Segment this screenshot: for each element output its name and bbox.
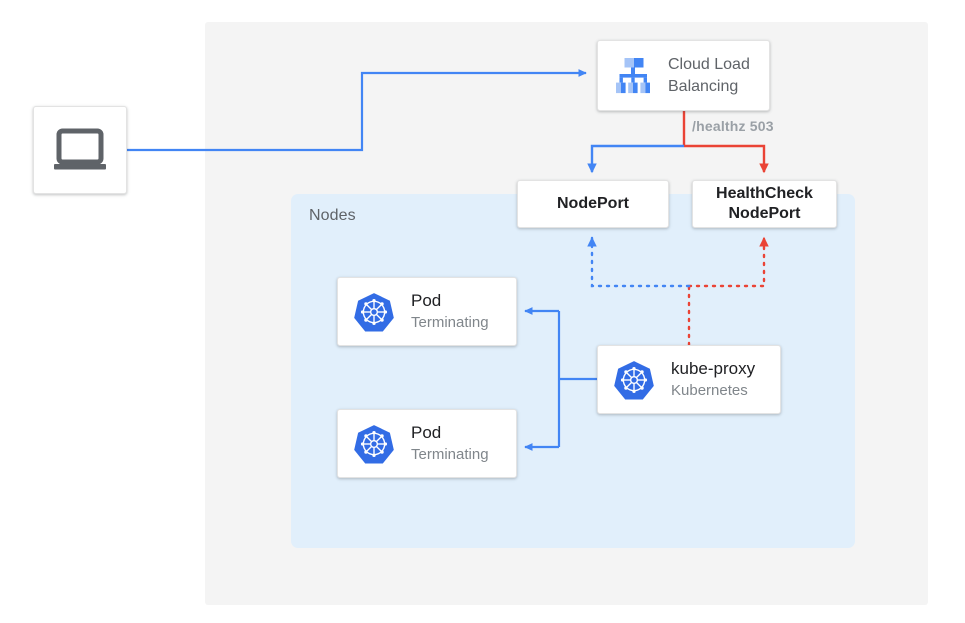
pod-node[interactable]: Pod Terminating	[337, 409, 517, 478]
cloud-load-balancing-label-line2: Balancing	[668, 77, 739, 95]
pod-node[interactable]: Pod Terminating	[337, 277, 517, 346]
cloud-load-balancing-label-line1: Cloud Load	[668, 55, 750, 73]
cloud-load-balancing-label: Cloud Load Balancing	[668, 54, 750, 98]
cloud-load-balancing-node[interactable]: Cloud Load Balancing	[597, 40, 770, 111]
kube-proxy-node[interactable]: kube-proxy Kubernetes	[597, 345, 781, 414]
cloud-load-balancing-icon	[610, 55, 654, 97]
pod-status: Terminating	[411, 446, 489, 463]
healthcheck-nodeport-label-line2: NodePort	[728, 205, 801, 222]
healthcheck-nodeport-label-line1: HealthCheck	[716, 185, 813, 202]
healthcheck-nodeport-label: HealthCheck NodePort	[716, 184, 813, 224]
laptop-icon	[52, 128, 108, 172]
pod-text-block: Pod Terminating	[411, 290, 489, 333]
pod-status: Terminating	[411, 314, 489, 331]
nodeport-box[interactable]: NodePort	[517, 180, 669, 228]
kube-proxy-subtitle: Kubernetes	[671, 382, 748, 399]
nodeport-label: NodePort	[557, 195, 629, 212]
kubernetes-icon	[353, 291, 395, 333]
nodes-panel-label: Nodes	[309, 207, 356, 224]
kube-proxy-text-block: kube-proxy Kubernetes	[671, 358, 755, 401]
kube-proxy-title: kube-proxy	[671, 359, 756, 378]
pod-title: Pod	[411, 423, 442, 442]
kubernetes-icon	[353, 423, 395, 465]
healthz-status-label: /healthz 503	[692, 118, 774, 134]
healthcheck-nodeport-box[interactable]: HealthCheck NodePort	[692, 180, 837, 228]
kubernetes-icon	[613, 359, 655, 401]
pod-title: Pod	[411, 291, 442, 310]
client-node[interactable]	[33, 106, 127, 194]
pod-text-block: Pod Terminating	[411, 422, 489, 465]
